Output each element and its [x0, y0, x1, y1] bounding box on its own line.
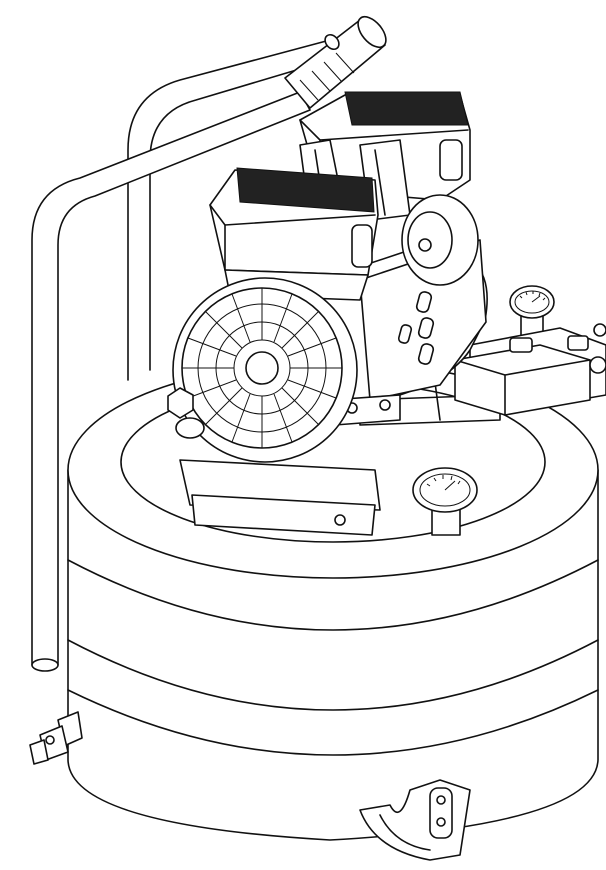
foot — [359, 779, 471, 861]
drain-valve — [29, 711, 83, 765]
front-cylinder-head — [209, 167, 379, 301]
grip — [284, 15, 387, 109]
fan-cover — [167, 277, 358, 463]
rear-cylinder-head — [299, 91, 471, 221]
tank — [67, 361, 599, 841]
pressure-switch — [454, 323, 606, 416]
outlet-pressure-gauge — [412, 467, 478, 536]
